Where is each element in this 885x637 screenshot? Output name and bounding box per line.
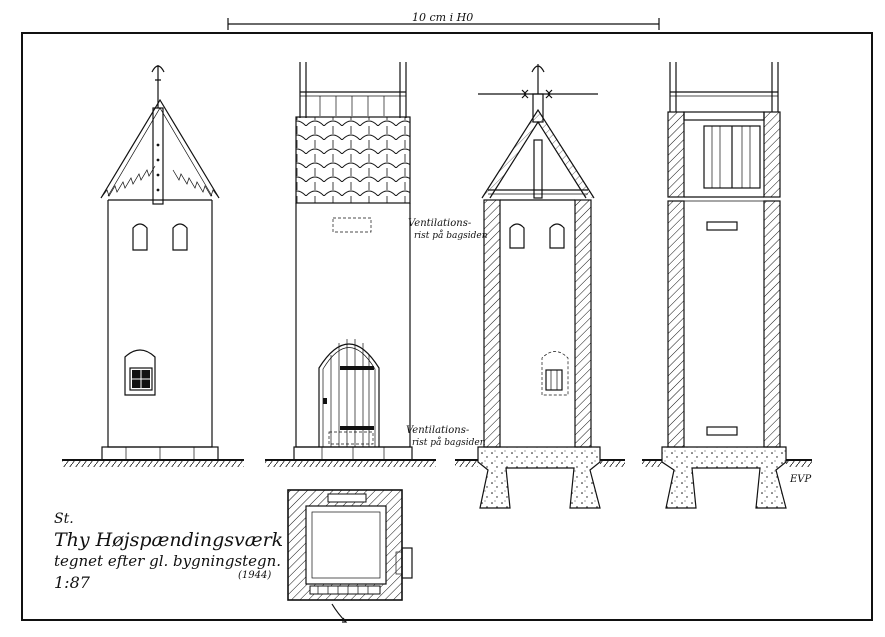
- front-elevation: [265, 62, 436, 467]
- vent-annotation-upper: Ventilations- rist på bagsiden: [408, 218, 488, 241]
- vent-annotation-lower: Ventilations- rist på bagsiden: [406, 425, 486, 448]
- svg-text:Ventilations-: Ventilations-: [408, 218, 472, 229]
- scale-bar-label: 10 cm i H0: [412, 11, 473, 24]
- title-line2: Thy Højspændingsværk: [54, 529, 283, 551]
- title-block: St. Thy Højspændingsværk tegnet efter gl…: [54, 511, 283, 592]
- sheet-border: [21, 32, 873, 621]
- section-a: [455, 64, 625, 509]
- plan-view: [287, 489, 413, 623]
- section-a-right-wall: [574, 199, 592, 448]
- svg-text:rist på bagsiden: rist på bagsiden: [414, 229, 488, 241]
- scale-bar: 10 cm i H0: [227, 11, 660, 30]
- svg-text:Ventilations-: Ventilations-: [406, 425, 470, 436]
- svg-text:rist på bagsiden: rist på bagsiden: [412, 436, 486, 448]
- title-year: (1944): [238, 570, 271, 581]
- title-line4: 1:87: [54, 573, 91, 592]
- section-a-left-wall: [483, 199, 501, 448]
- title-line1: St.: [54, 511, 74, 527]
- evp-label: EVP: [789, 474, 812, 485]
- title-line3: tegnet efter gl. bygningstegn.: [54, 552, 281, 570]
- arched-door: [318, 343, 380, 447]
- tiled-roof-face: [295, 116, 411, 204]
- side-elevation: [62, 65, 244, 467]
- section-b: EVP: [642, 62, 812, 509]
